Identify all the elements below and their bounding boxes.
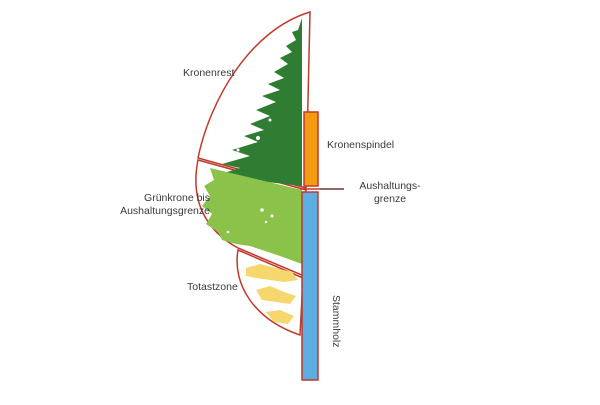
dead-branch-2 — [256, 286, 296, 304]
dead-branch-3 — [266, 310, 294, 324]
label-aushaltung-2: grenze — [373, 193, 407, 205]
label-aushaltung-1: Aushaltungs- — [359, 180, 421, 192]
label-kronenrest: Kronenrest — [183, 67, 235, 79]
label-stammholz: Stammholz — [330, 295, 342, 348]
totastzone-outline — [236, 248, 304, 337]
label-gruenkrone-2: Aushaltungsgrenze — [120, 205, 210, 217]
kronenrest-outline — [197, 10, 311, 189]
dark-crown-foliage — [214, 18, 302, 186]
label-gruenkrone-1: Grünkrone bis — [144, 192, 210, 204]
dead-branch-1 — [246, 264, 298, 282]
kronenspindel-shape — [303, 111, 319, 187]
light-crown-foliage — [202, 168, 302, 264]
label-totastzone: Totastzone — [187, 281, 238, 293]
stammholz-shape — [301, 191, 319, 381]
label-kronenspindel: Kronenspindel — [327, 139, 395, 151]
